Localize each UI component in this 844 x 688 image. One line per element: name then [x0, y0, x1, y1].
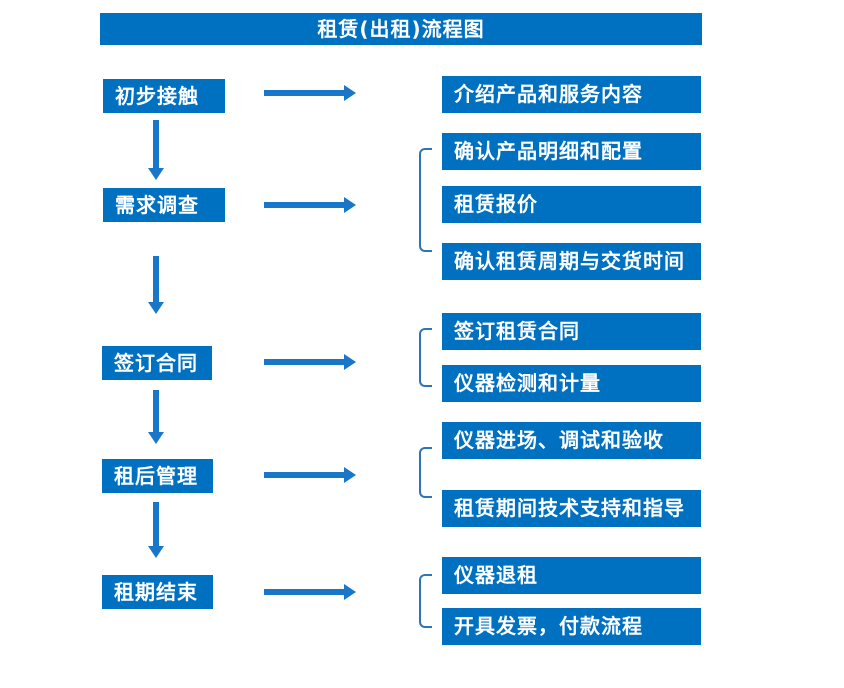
down-arrow-head: [148, 546, 164, 558]
down-arrow-head: [148, 168, 164, 180]
down-arrow-head: [148, 302, 164, 314]
down-arrow-1: [148, 120, 164, 180]
right-arrow-2: [264, 197, 356, 213]
right-arrow-head: [344, 467, 356, 483]
group-bracket-post-rental: [419, 447, 432, 498]
down-arrow-stem: [153, 390, 159, 432]
down-arrow-2: [148, 256, 164, 314]
down-arrow-stem: [153, 256, 159, 302]
down-arrow-stem: [153, 502, 159, 546]
down-arrow-4: [148, 502, 164, 558]
right-arrow-head: [344, 197, 356, 213]
group-bracket-rental-end: [419, 574, 432, 628]
right-arrow-head: [344, 584, 356, 600]
detail-box-rental-quote: 租赁报价: [442, 186, 701, 223]
right-arrow-5: [264, 584, 356, 600]
detail-box-instrument-return: 仪器退租: [442, 557, 701, 594]
step-box-sign-contract: 签订合同: [102, 346, 212, 380]
right-arrow-stem: [264, 202, 345, 208]
down-arrow-stem: [153, 120, 159, 168]
group-bracket-demand-survey: [419, 148, 432, 252]
detail-box-confirm-rental-period-delivery: 确认租赁周期与交货时间: [442, 243, 701, 280]
detail-box-technical-support-guidance: 租赁期间技术支持和指导: [442, 490, 701, 527]
detail-box-sign-rental-contract: 签订租赁合同: [442, 313, 701, 350]
right-arrow-stem: [264, 359, 345, 365]
detail-box-confirm-product-details: 确认产品明细和配置: [442, 133, 701, 170]
right-arrow-stem: [264, 589, 345, 595]
right-arrow-stem: [264, 90, 345, 96]
down-arrow-3: [148, 390, 164, 444]
down-arrow-head: [148, 432, 164, 444]
step-box-initial-contact: 初步接触: [103, 79, 225, 113]
detail-box-instrument-inspection-metering: 仪器检测和计量: [442, 365, 701, 402]
right-arrow-4: [264, 467, 356, 483]
flowchart-title: 租赁(出租)流程图: [100, 13, 702, 45]
step-box-rental-end: 租期结束: [102, 575, 213, 609]
detail-box-invoice-payment-process: 开具发票，付款流程: [442, 608, 701, 645]
right-arrow-3: [264, 354, 356, 370]
detail-box-intro-products-services: 介绍产品和服务内容: [442, 76, 701, 113]
step-box-demand-survey: 需求调查: [103, 188, 225, 222]
right-arrow-1: [264, 85, 356, 101]
step-box-post-rental-management: 租后管理: [102, 459, 213, 493]
right-arrow-head: [344, 354, 356, 370]
right-arrow-stem: [264, 472, 345, 478]
group-bracket-sign-contract: [419, 328, 432, 387]
detail-box-instrument-arrival-debug-acceptance: 仪器进场、调试和验收: [442, 422, 701, 459]
right-arrow-head: [344, 85, 356, 101]
